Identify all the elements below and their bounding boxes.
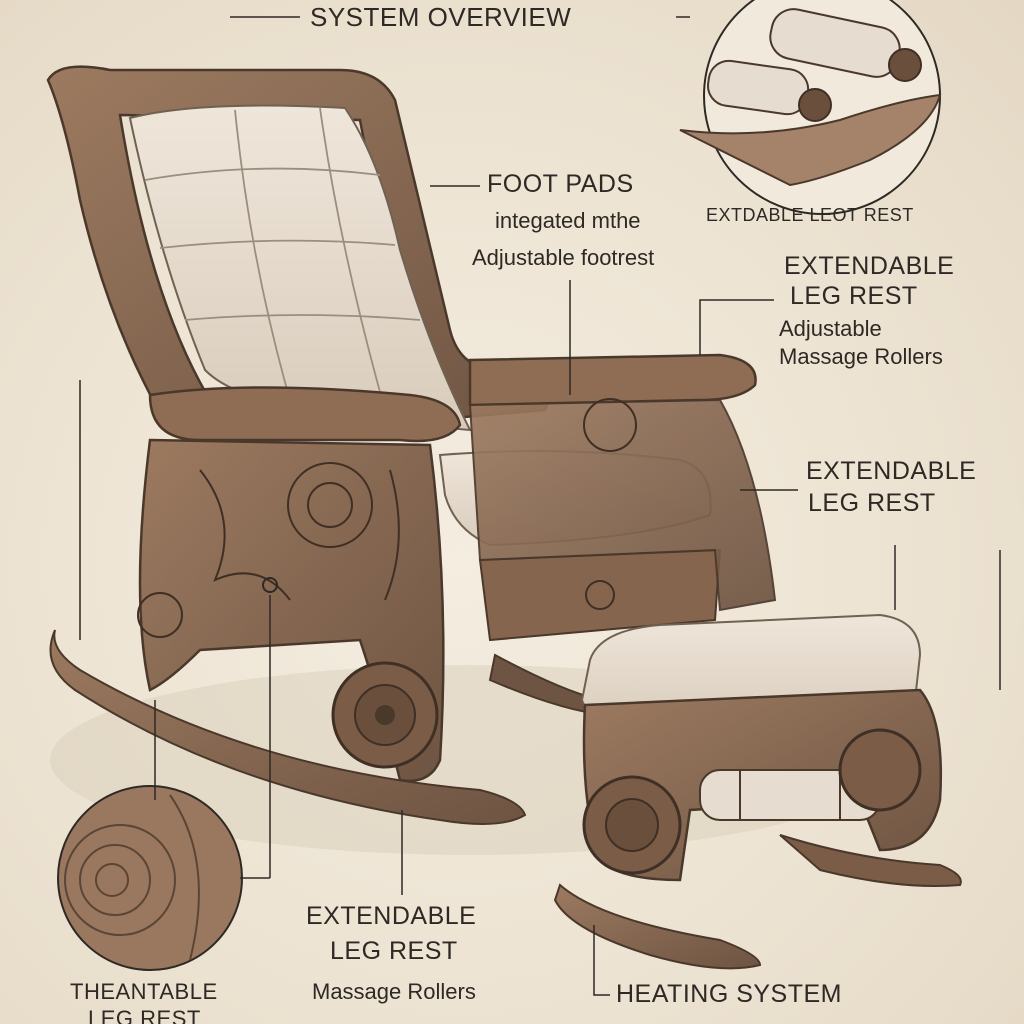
side-panel-carvings (137, 462, 400, 638)
chair-back-frame (46, 65, 562, 432)
right-panel-carving (583, 398, 637, 452)
seat-rail-rosette (585, 580, 615, 610)
chair-rocker-runner (49, 629, 527, 825)
label-foot-pads-line2: integated mthe (495, 208, 641, 233)
leader-anchor-dot (262, 577, 278, 593)
label-right-upper-sub-2: Massage Rollers (779, 344, 943, 369)
label-right-upper-heading-2: LEG REST (790, 282, 918, 310)
label-bottom-left-line2: LEG REST (88, 1006, 201, 1024)
label-inset-caption: EXTDABLE LEOT REST (706, 205, 914, 225)
inset-wood-grain-detail (57, 785, 243, 971)
label-right-mid-heading-1: EXTENDABLE (806, 457, 977, 485)
label-foot-pads: FOOT PADS (487, 170, 634, 198)
label-bottom-center-heading-1: EXTENDABLE (306, 902, 477, 930)
right-side-panel (468, 398, 777, 612)
label-right-upper-heading-1: EXTENDABLE (784, 252, 955, 280)
label-bottom-center-sub: Massage Rollers (312, 979, 476, 1004)
back-cushion-tufts (144, 107, 421, 411)
label-right-mid-heading-2: LEG REST (808, 489, 936, 517)
right-armrest (468, 353, 757, 407)
ottoman-base-runner-back (779, 834, 962, 887)
inset-rollers-detail (679, 0, 942, 215)
ottoman-wheel (582, 728, 922, 875)
back-cushion (128, 104, 472, 432)
ottoman-base-runner (553, 883, 762, 970)
label-foot-pads-line3: Adjustable footrest (472, 245, 655, 270)
label-right-upper-sub-1: Adjustable (779, 316, 882, 341)
left-armrest (148, 386, 462, 443)
leader-lines (79, 185, 1001, 996)
rocker-wheel-medallion (331, 661, 439, 769)
label-bottom-center-heading-2: LEG REST (330, 937, 458, 965)
diagram-title: SYSTEM OVERVIEW (310, 2, 572, 32)
label-bottom-left-line1: THEANTABLE (70, 979, 218, 1004)
label-heating-system: HEATING SYSTEM (616, 980, 843, 1008)
